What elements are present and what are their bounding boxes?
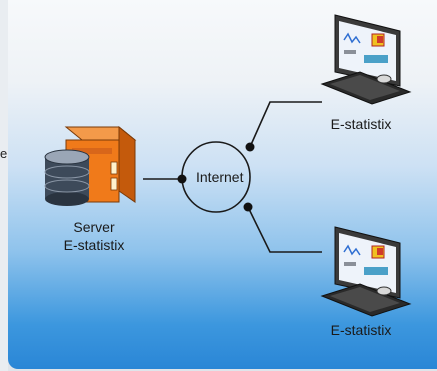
- client-top-label: E-statistix: [330, 116, 392, 132]
- edge-text: e: [0, 146, 8, 161]
- server-label-line2: E-statistix: [63, 237, 125, 253]
- connector-lines: [143, 101, 322, 253]
- computer-bottom-icon: [320, 226, 412, 317]
- junction-dot-left: [177, 174, 187, 184]
- computer-top-icon: [320, 14, 412, 105]
- left-strip: [0, 0, 8, 371]
- junction-dot-bottom: [243, 202, 253, 212]
- junction-dot-top: [245, 142, 255, 152]
- internet-label: Internet: [196, 169, 244, 185]
- server-icon: [44, 125, 137, 206]
- server-label-line1: Server: [73, 219, 115, 235]
- internet-to-client-top-line: [249, 101, 322, 148]
- internet-to-client-bottom-line: [247, 206, 322, 253]
- client-bottom-label: E-statistix: [330, 322, 392, 338]
